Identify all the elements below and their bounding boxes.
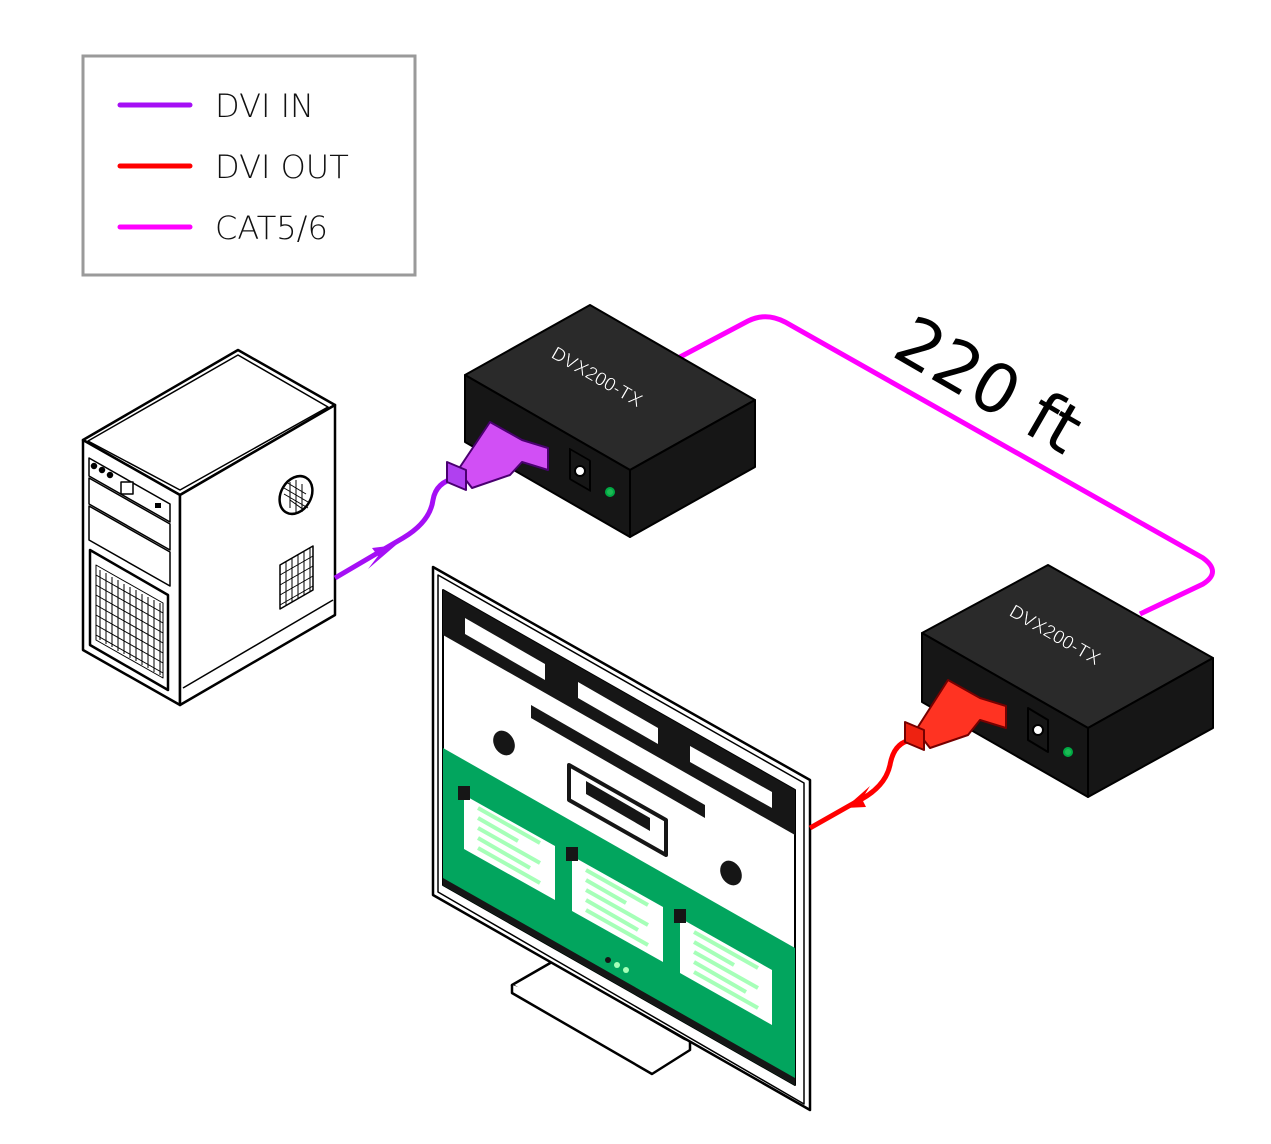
- transmitter-device: [446, 304, 756, 538]
- computer-tower: [81, 348, 337, 707]
- legend: DVI IN DVI OUT CAT5/6: [81, 54, 417, 277]
- dvi-in-cable: [333, 475, 457, 581]
- dvi-out-arrow: [845, 786, 870, 808]
- legend-label-dvi-out: DVI OUT: [215, 148, 349, 186]
- receiver-device: [904, 564, 1214, 798]
- legend-label-dvi-in: DVI IN: [215, 87, 314, 125]
- dvi-in-arrow: [368, 545, 396, 569]
- cable-distance-label: 220 ft: [882, 301, 1095, 470]
- dvi-out-cable: [808, 737, 913, 831]
- legend-label-cat: CAT5/6: [215, 209, 328, 247]
- monitor-stand: [510, 960, 692, 1076]
- screen-cards: [458, 786, 772, 1025]
- monitor: [431, 565, 812, 1112]
- cat-cable: [678, 314, 1215, 617]
